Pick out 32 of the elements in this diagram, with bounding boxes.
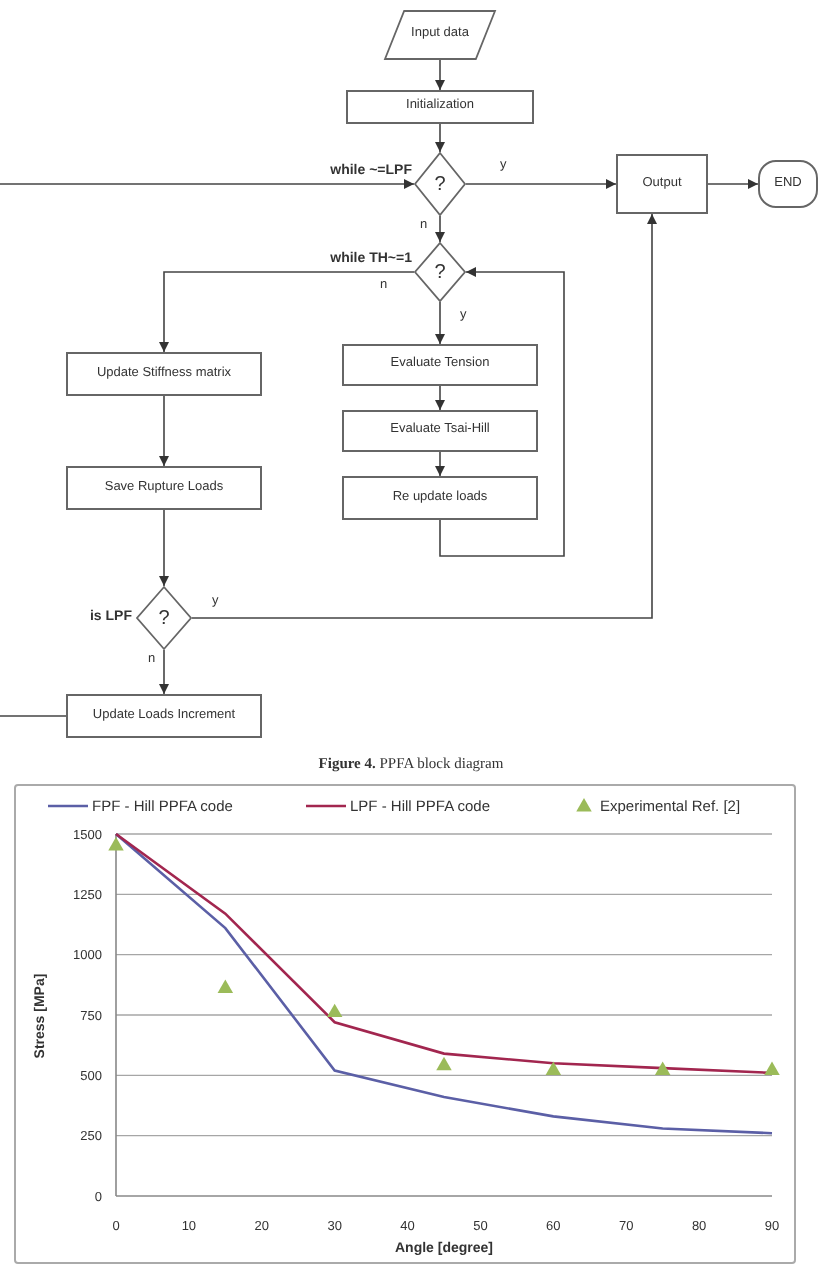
process-box	[346, 90, 534, 124]
arrow	[159, 509, 169, 587]
process-box	[342, 476, 538, 520]
arrow	[707, 179, 759, 189]
arrow	[439, 267, 565, 557]
arrow	[435, 451, 445, 477]
arrow	[465, 179, 617, 189]
arrow	[159, 649, 169, 695]
decision-diamond	[414, 242, 466, 302]
arrow	[435, 59, 445, 91]
process-box	[342, 410, 538, 452]
decision-diamond	[414, 152, 466, 216]
node-label: ?	[434, 175, 446, 195]
arrow	[159, 395, 169, 467]
process-box	[66, 466, 262, 510]
connector-line	[0, 715, 67, 717]
arrow	[435, 123, 445, 153]
arrow	[159, 271, 415, 353]
process-box	[616, 154, 708, 214]
decision-diamond	[136, 586, 192, 650]
node-label: ?	[158, 609, 170, 629]
arrow	[435, 301, 445, 345]
arrow	[435, 215, 445, 243]
process-box	[66, 694, 262, 738]
arrow	[191, 213, 657, 619]
arrow	[0, 179, 415, 189]
node-label: ?	[434, 263, 446, 283]
arrow	[435, 385, 445, 411]
process-box	[66, 352, 262, 396]
process-box	[342, 344, 538, 386]
terminator-box	[758, 160, 818, 208]
input-parallelogram	[384, 10, 496, 60]
